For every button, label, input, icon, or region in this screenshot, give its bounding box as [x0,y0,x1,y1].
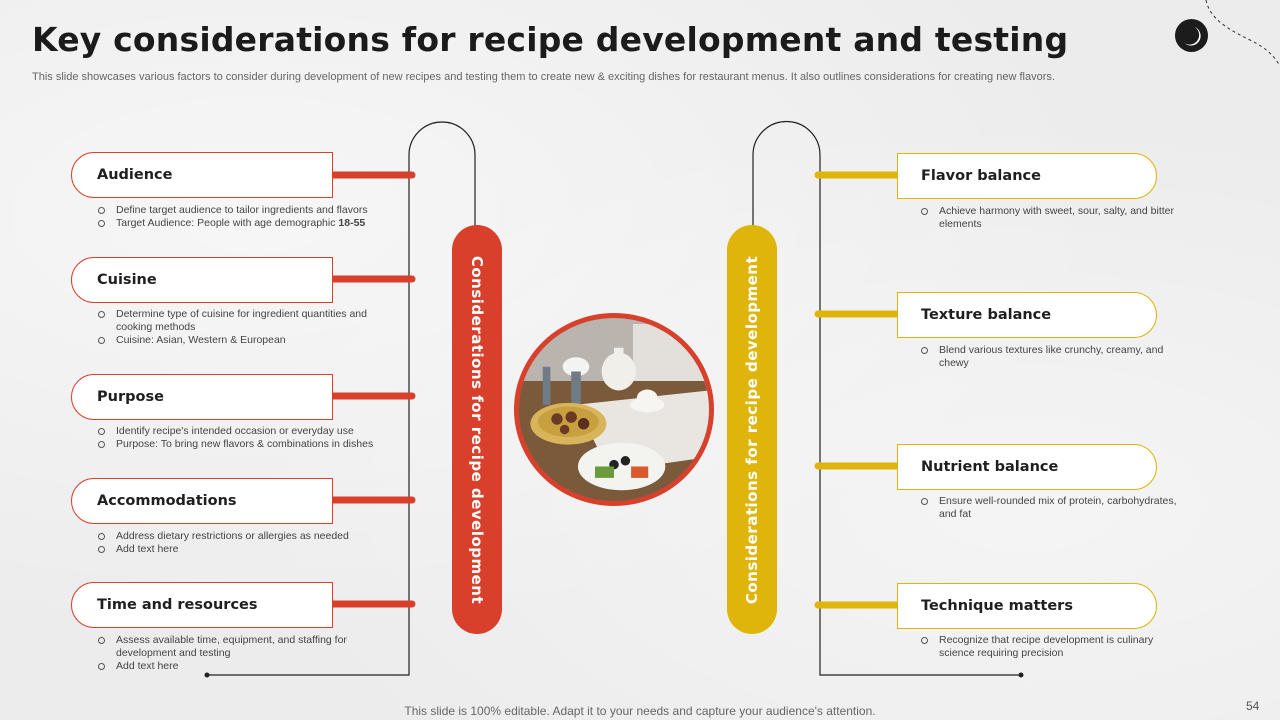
list-item: Purpose: To bring new flavors & combinat… [96,438,386,451]
card-nutrient-balance: Nutrient balance [897,444,1157,490]
corner-dashed-curve [1205,0,1280,67]
cuisine-bullets: Determine type of cuisine for ingredient… [96,308,386,347]
list-item: Address dietary restrictions or allergie… [96,530,386,543]
list-item: Achieve harmony with sweet, sour, salty,… [919,205,1189,231]
right-vertical-pill: Considerations for recipe development [727,225,777,634]
card-cuisine: Cuisine [71,257,333,303]
card-heading: Accommodations [97,493,237,509]
card-heading: Flavor balance [921,168,1041,184]
list-item: Cuisine: Asian, Western & European [96,334,386,347]
flavor-balance-bullets: Achieve harmony with sweet, sour, salty,… [919,205,1189,231]
card-time-and-resources: Time and resources [71,582,333,628]
card-heading: Cuisine [97,272,157,288]
card-purpose: Purpose [71,374,333,420]
card-technique-matters: Technique matters [897,583,1157,629]
slide-subtitle: This slide showcases various factors to … [32,71,1055,83]
page-number: 54 [1246,699,1260,713]
card-heading: Nutrient balance [921,459,1059,475]
card-heading: Texture balance [921,307,1052,323]
list-item: Determine type of cuisine for ingredient… [96,308,386,334]
purpose-bullets: Identify recipe's intended occasion or e… [96,425,386,451]
time-resources-bullets: Assess available time, equipment, and st… [96,634,386,673]
card-heading: Time and resources [97,597,258,613]
list-item: Add text here [96,543,386,556]
right-pill-label: Considerations for recipe development [743,255,762,604]
card-heading: Technique matters [921,598,1073,614]
list-item: Define target audience to tailor ingredi… [96,204,386,217]
crescent-moon-logo-icon [1174,18,1209,53]
audience-bullets: Define target audience to tailor ingredi… [96,204,386,230]
bullet-text: Target Audience: People with age demogra… [116,217,339,229]
card-flavor-balance: Flavor balance [897,153,1157,199]
texture-balance-bullets: Blend various textures like crunchy, cre… [919,344,1189,370]
card-heading: Purpose [97,389,164,405]
food-table-photo [519,318,709,501]
nutrient-balance-bullets: Ensure well-rounded mix of protein, carb… [919,495,1189,521]
slide-title: Key considerations for recipe developmen… [32,20,1069,59]
card-audience: Audience [71,152,333,198]
left-pill-label: Considerations for recipe development [468,255,487,604]
age-range-value: 18-55 [338,217,366,229]
list-item: Target Audience: People with age demogra… [96,217,386,230]
accommodations-bullets: Address dietary restrictions or allergie… [96,530,386,556]
list-item: Identify recipe's intended occasion or e… [96,425,386,438]
list-item: Assess available time, equipment, and st… [96,634,386,660]
left-vertical-pill: Considerations for recipe development [452,225,502,634]
card-texture-balance: Texture balance [897,292,1157,338]
list-item: Recognize that recipe development is cul… [919,634,1189,660]
card-accommodations: Accommodations [71,478,333,524]
slide-footer: This slide is 100% editable. Adapt it to… [404,704,876,718]
list-item: Add text here [96,660,386,673]
list-item: Blend various textures like crunchy, cre… [919,344,1189,370]
food-photo-frame [514,313,714,506]
card-heading: Audience [97,167,173,183]
technique-matters-bullets: Recognize that recipe development is cul… [919,634,1189,660]
list-item: Ensure well-rounded mix of protein, carb… [919,495,1189,521]
